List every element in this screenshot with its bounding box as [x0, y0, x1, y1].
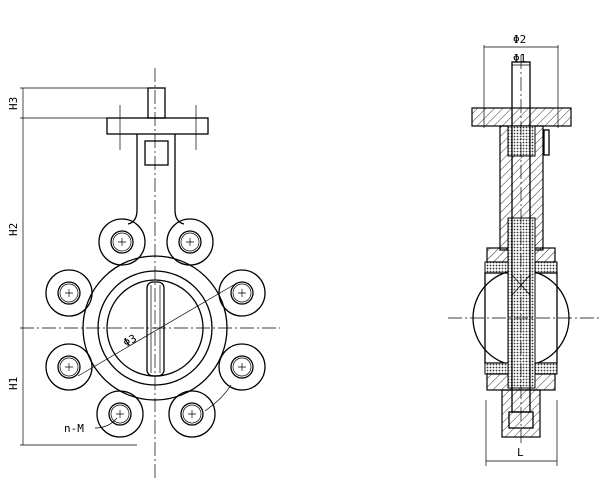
phi3-dimension-line [77, 282, 238, 377]
lug [45, 343, 93, 391]
side-view: Φ2 Φ1 L [448, 33, 600, 466]
lug [218, 269, 266, 317]
bolt-hole [108, 402, 132, 426]
bolt-hole [230, 281, 254, 305]
side-flange [471, 107, 572, 127]
body-ring [82, 255, 228, 401]
bolt-hole [180, 402, 204, 426]
lug [218, 343, 266, 391]
lug-body [45, 218, 266, 438]
bolt-leader [94, 417, 118, 429]
h2-label: H2 [7, 223, 20, 236]
phi2-label: Φ2 [513, 33, 526, 46]
top-flange [106, 117, 209, 135]
n-m-label: n-M [64, 422, 84, 435]
l-label: L [517, 446, 524, 459]
h1-label: H1 [7, 377, 20, 390]
phi1-label: Φ1 [513, 52, 526, 65]
front-view: Φ3 n-M H3 H2 H1 [7, 68, 280, 480]
neck [127, 134, 185, 225]
bolt-hole [230, 355, 254, 379]
bolt-hole [57, 355, 81, 379]
seat-ring [97, 270, 213, 386]
square-drive [144, 140, 169, 166]
disc-shaft [146, 281, 165, 377]
stem [147, 87, 166, 119]
bolt-hole [110, 230, 134, 254]
h3-label: H3 [7, 97, 20, 110]
bolt-hole [57, 281, 81, 305]
lug [98, 218, 146, 266]
lug [168, 390, 216, 438]
phi3-label: Φ3 [121, 332, 139, 350]
bolt-hole [178, 230, 202, 254]
